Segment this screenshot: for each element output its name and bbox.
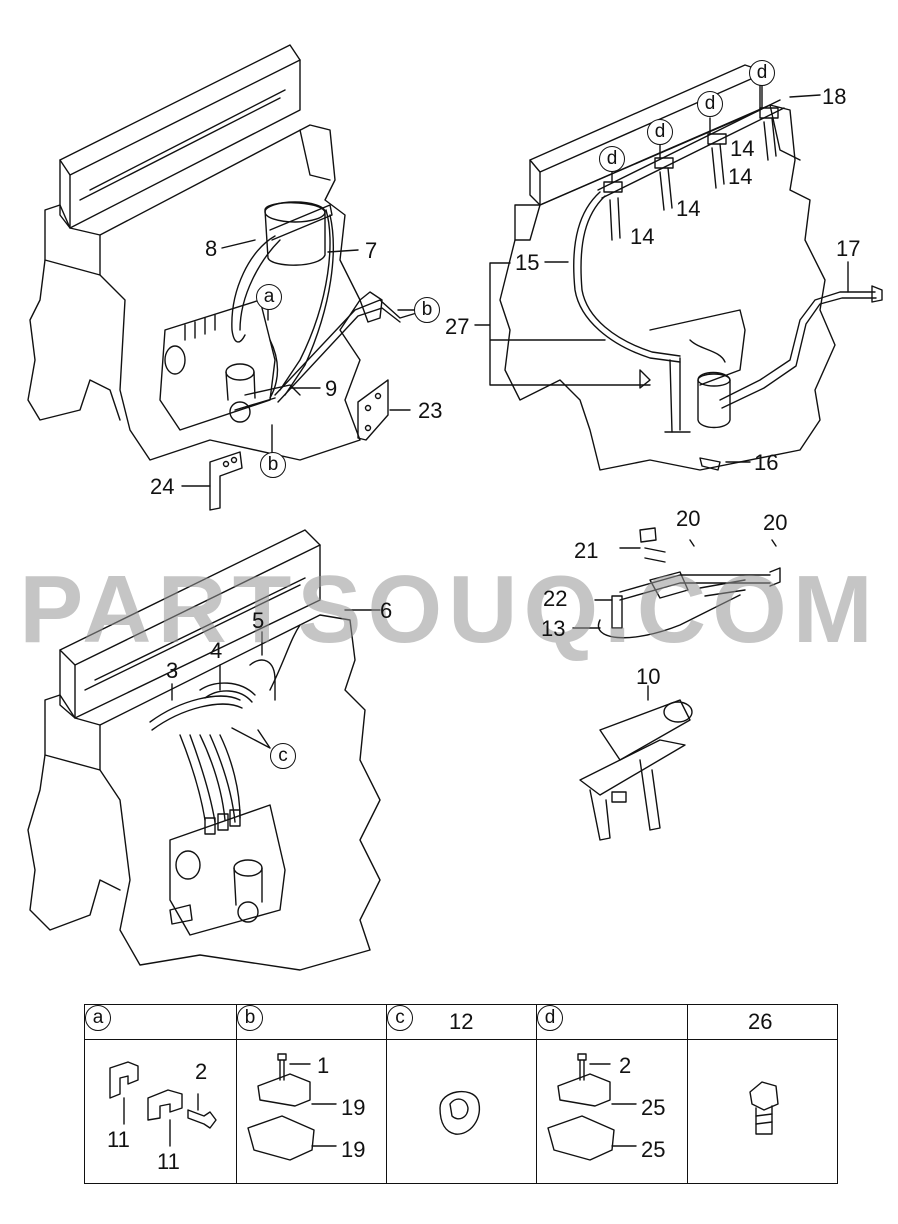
- ref-d-4: d: [749, 60, 775, 86]
- pedal-assembly: [579, 685, 693, 841]
- ref-d-1: d: [599, 146, 625, 172]
- callout-20-1: 20: [676, 506, 701, 531]
- legend-column-d: d 2 25 25: [537, 1005, 688, 1183]
- engine-top-left: [27, 44, 421, 461]
- callout-7: 7: [365, 238, 378, 263]
- callout-14-1: 14: [630, 224, 655, 249]
- callout-15: 15: [515, 250, 540, 275]
- ref-b-1: b: [414, 297, 440, 323]
- legend-table: a 11 11 2 b 1 19 19 c 12 d 2 25 25 26: [84, 1004, 838, 1184]
- callout-8: 8: [205, 236, 218, 261]
- legend-b-item-19-1: 19: [341, 1095, 366, 1120]
- legend-column-26: 26: [688, 1005, 837, 1183]
- legend-column-a: a 11 11 2: [85, 1005, 237, 1183]
- bracket-23: [357, 379, 389, 441]
- callout-27: 27: [445, 314, 470, 339]
- callout-14-4: 14: [730, 136, 755, 161]
- engine-top-right: [499, 64, 883, 471]
- ref-c: c: [270, 743, 296, 769]
- callout-18: 18: [822, 84, 847, 109]
- ref-b-2: b: [260, 452, 286, 478]
- ref-d-3: d: [697, 91, 723, 117]
- legend-a-item-11-2: 11: [157, 1149, 180, 1174]
- legend-sketches: [109, 1053, 779, 1161]
- legend-a-item-2: 2: [195, 1059, 208, 1084]
- legend-ref-b: b: [237, 1005, 263, 1031]
- callout-3: 3: [166, 658, 179, 683]
- engine-bottom: [27, 529, 381, 971]
- callout-21: 21: [574, 538, 599, 563]
- legend-26-title: 26: [748, 1009, 773, 1034]
- callout-4: 4: [210, 638, 223, 663]
- callout-24: 24: [150, 474, 175, 499]
- callout-6: 6: [380, 598, 393, 623]
- legend-d-item-25-2: 25: [641, 1137, 666, 1162]
- legend-b-item-1: 1: [317, 1053, 330, 1078]
- callout-20-2: 20: [763, 510, 788, 535]
- callout-5: 5: [252, 608, 265, 633]
- legend-a-item-11-1: 11: [107, 1127, 130, 1152]
- callout-23: 23: [418, 398, 443, 423]
- callout-16: 16: [754, 450, 779, 475]
- legend-column-c: c 12: [387, 1005, 537, 1183]
- callout-14-3: 14: [728, 164, 753, 189]
- legend-ref-d: d: [537, 1005, 563, 1031]
- legend-ref-a: a: [85, 1005, 111, 1031]
- legend-d-item-2: 2: [619, 1053, 632, 1078]
- callout-22: 22: [543, 586, 568, 611]
- callout-9: 9: [325, 376, 338, 401]
- legend-d-item-25-1: 25: [641, 1095, 666, 1120]
- callout-17: 17: [836, 236, 861, 261]
- callout-13: 13: [541, 616, 566, 641]
- callout-10: 10: [636, 664, 661, 689]
- legend-header-row: [85, 1005, 837, 1040]
- ref-a: a: [256, 284, 282, 310]
- legend-b-item-19-2: 19: [341, 1137, 366, 1162]
- legend-ref-c: c: [387, 1005, 413, 1031]
- callout-14-2: 14: [676, 196, 701, 221]
- cable-assembly: [572, 527, 781, 639]
- legend-column-b: b 1 19 19: [237, 1005, 387, 1183]
- legend-c-title: 12: [449, 1009, 474, 1034]
- bracket-24: [209, 451, 243, 511]
- ref-d-2: d: [647, 119, 673, 145]
